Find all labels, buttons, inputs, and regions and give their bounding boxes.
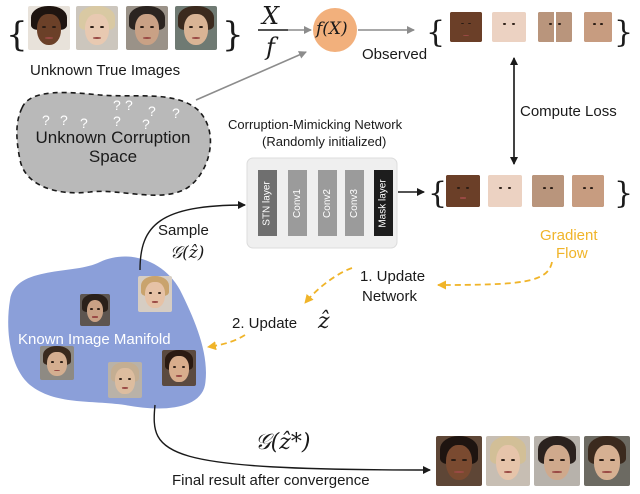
- update-network-line2: Network: [362, 288, 418, 305]
- conv3-layer: Conv3: [345, 170, 364, 236]
- brace-right-top: }: [222, 15, 244, 55]
- question-mark-2: ?: [60, 112, 68, 128]
- fraction-denominator: f: [266, 33, 275, 61]
- face-thumbnail: [538, 12, 572, 42]
- face-thumbnail: [584, 12, 612, 42]
- arrow-sample-to-network: [139, 201, 246, 271]
- question-mark-6: ?: [148, 103, 156, 119]
- gradient-arrow-network-to-z: [304, 267, 353, 304]
- question-mark-4: ?: [113, 97, 121, 113]
- arrow-corruption-to-frac: [195, 51, 307, 101]
- brace-right-observed: }: [614, 15, 633, 50]
- known-image-manifold-label: Known Image Manifold: [18, 331, 171, 348]
- face-thumbnail: [492, 12, 526, 42]
- network-title-line1: Corruption-Mimicking Network: [228, 117, 403, 132]
- face-thumbnail: [584, 436, 630, 486]
- brace-left-top: {: [6, 15, 28, 55]
- face-thumbnail: [532, 175, 564, 207]
- question-mark-9: ?: [142, 116, 150, 132]
- unknown-true-images-label: Unknown True Images: [30, 62, 181, 79]
- face-thumbnail: [488, 175, 522, 207]
- update-z-symbol: ẑ: [318, 309, 330, 334]
- fraction-numerator: X: [262, 2, 280, 30]
- g-of-zstar-label: 𝒢(ẑ*): [255, 430, 311, 455]
- conv2-layer: Conv2: [318, 170, 337, 236]
- question-mark-5: ?: [125, 97, 133, 113]
- brace-right-output: }: [614, 176, 633, 211]
- face-thumbnail: [108, 362, 142, 398]
- brace-left-observed: {: [426, 15, 445, 50]
- gradient-arrow-loss-to-network: [437, 261, 553, 290]
- face-thumbnail: [446, 175, 480, 207]
- brace-left-output: {: [428, 176, 447, 211]
- question-mark-3: ?: [80, 115, 88, 131]
- face-thumbnail: [126, 6, 168, 50]
- arrow-manifold-to-final: [153, 404, 431, 474]
- face-thumbnail: [175, 6, 217, 50]
- network-title-line2: (Randomly initialized): [262, 134, 387, 149]
- question-mark-7: ?: [172, 105, 180, 121]
- face-thumbnail: [436, 436, 482, 486]
- face-thumbnail: [80, 294, 110, 326]
- face-thumbnail: [28, 6, 70, 50]
- face-thumbnail: [534, 436, 580, 486]
- unknown-corruption-space-label: Unknown Corruption Space: [35, 128, 191, 166]
- stn-layer: STN layer: [258, 170, 277, 236]
- gradient-arrow-z-to-manifold: [207, 334, 246, 351]
- update-z-label: 2. Update: [232, 315, 298, 332]
- compute-loss-label: Compute Loss: [520, 103, 617, 120]
- unknown-corruption-space-blob: [16, 91, 212, 196]
- f-of-x-circle: [313, 8, 357, 52]
- final-result-label: Final result after convergence: [172, 472, 370, 489]
- face-thumbnail: [450, 12, 482, 42]
- question-mark-1: ?: [42, 112, 50, 128]
- face-thumbnail: [572, 175, 604, 207]
- f-of-x-label: f(X): [316, 19, 348, 39]
- face-thumbnail: [76, 6, 118, 50]
- observed-label: Observed: [362, 46, 428, 63]
- conv1-layer: Conv1: [288, 170, 307, 236]
- sample-label: Sample: [158, 222, 209, 239]
- face-thumbnail: [138, 276, 172, 312]
- update-network-line1: 1. Update: [360, 268, 426, 285]
- face-thumbnail: [40, 346, 74, 380]
- mask-layer: Mask layer: [374, 170, 393, 236]
- g-of-zhat-label: 𝒢(ẑ): [170, 243, 205, 263]
- face-thumbnail: [162, 350, 196, 386]
- face-thumbnail: [486, 436, 530, 486]
- question-mark-8: ?: [113, 113, 121, 129]
- gradient-flow-line1: Gradient: [540, 227, 598, 244]
- gradient-flow-line2: Flow: [556, 245, 588, 262]
